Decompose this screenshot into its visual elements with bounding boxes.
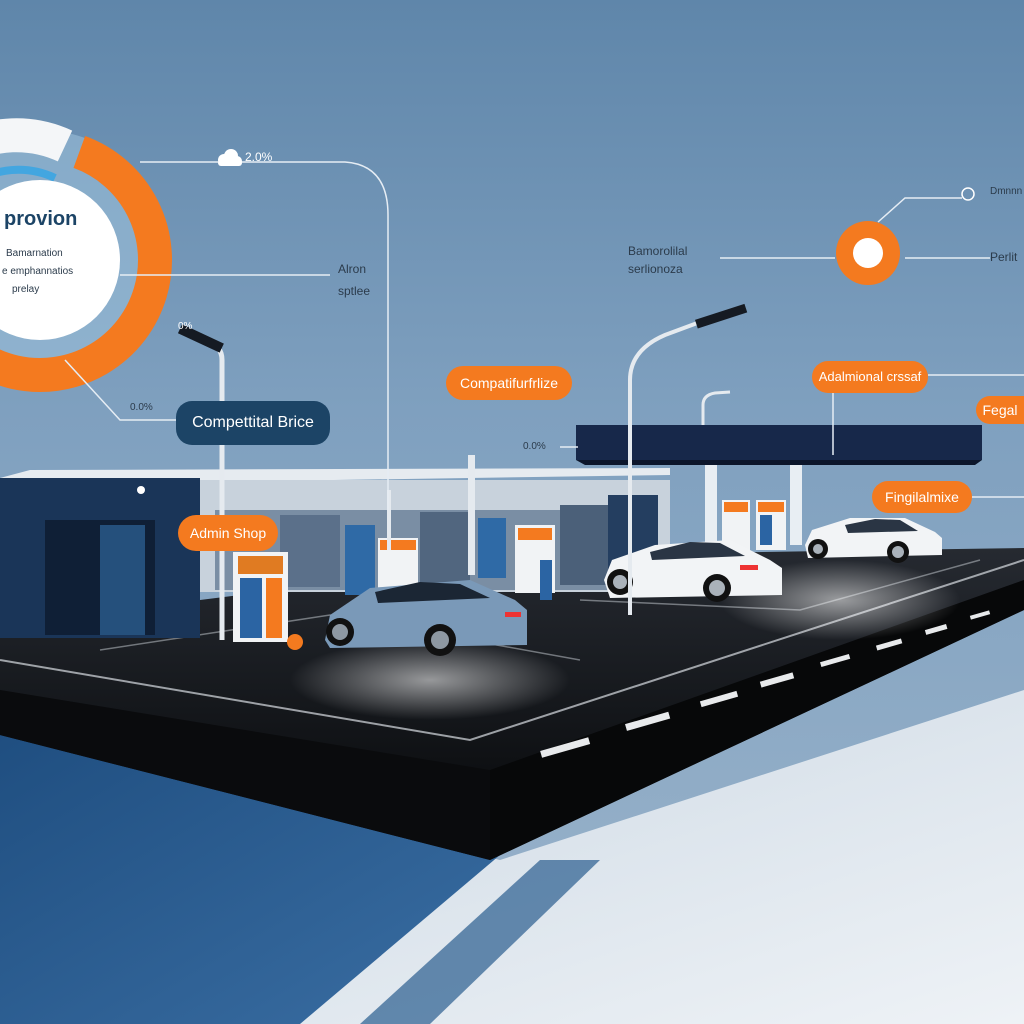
additional-tag: Adalmional crssaf [812, 361, 928, 393]
admin-shop-tag: Admin Shop [178, 515, 278, 551]
donut-line-3: prelay [12, 284, 40, 295]
donut-title: provion [4, 208, 78, 230]
serlionoza-label: serlionoza [628, 262, 683, 276]
fuel-pump-icon [233, 552, 303, 650]
top-percent-label: 2.0% [245, 150, 273, 164]
target-icon [836, 221, 900, 285]
compatifur-tag: Compatifurfrlize [446, 366, 572, 400]
fuel-pumps [233, 500, 786, 650]
car-icon [325, 580, 527, 656]
alron-label: Alron [338, 262, 367, 276]
streetlight-icon [177, 303, 748, 640]
lane-markings [540, 610, 991, 758]
sptlee-label: sptlee [338, 284, 371, 298]
donut-line-1: Bamarnation [6, 248, 63, 259]
car-white-1 [604, 540, 782, 602]
donut-chart [0, 118, 172, 392]
right-partial-tag: Fegal [976, 396, 1024, 424]
bamorolilal-label: Bamorolilal [628, 244, 688, 258]
donut-line-2: e emphannatios [2, 266, 74, 277]
mid-left-percent: 0.0% [130, 402, 153, 413]
ground [0, 690, 1024, 1024]
cloud-icon [218, 149, 242, 166]
marker-dot [961, 187, 975, 201]
center-percent: 0.0% [523, 441, 546, 452]
right-edge-label: Perlit [990, 250, 1018, 264]
fringilal-tag: Fingilalmixe [872, 481, 972, 513]
fuel-canopy [576, 425, 982, 545]
callout-lines [64, 161, 1024, 510]
car-white-2 [805, 518, 942, 563]
competitive-price-tag: Compettital Brice [176, 401, 330, 445]
top-right-small-label: Dmnnn [990, 186, 1023, 197]
left-small-percent: 0% [178, 321, 193, 332]
donut-orange-arc [0, 135, 172, 392]
